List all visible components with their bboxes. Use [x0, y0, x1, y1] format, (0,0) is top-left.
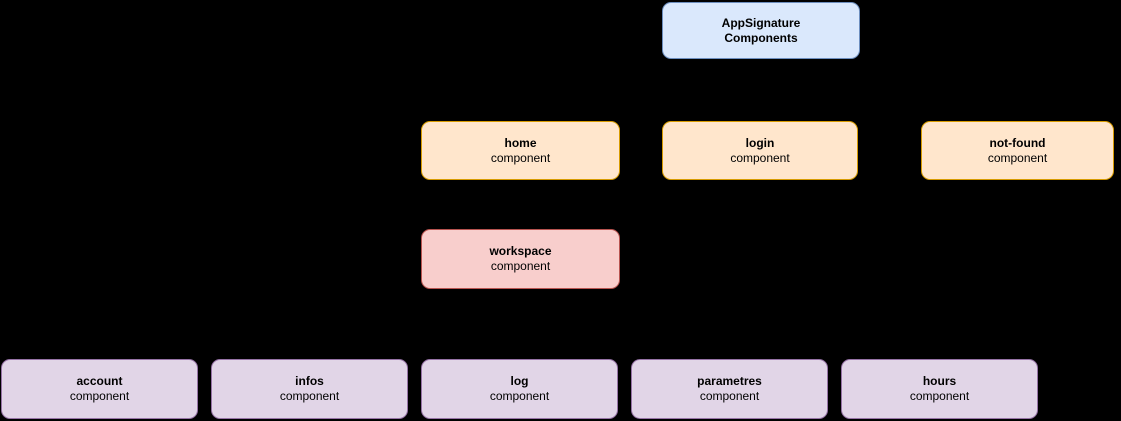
node-title: not-found — [989, 135, 1046, 150]
node-subtitle: component — [730, 150, 790, 165]
node-title: workspace — [489, 244, 552, 258]
node-subtitle: component — [69, 389, 130, 403]
node-account-component: account component — [1, 359, 198, 419]
node-subtitle: component — [987, 150, 1048, 165]
node-subtitle: component — [909, 389, 970, 403]
node-subtitle: Components — [724, 30, 798, 45]
node-workspace-component: workspace component — [421, 229, 620, 289]
node-title: infos — [295, 374, 324, 388]
node-subtitle: component — [699, 389, 760, 403]
node-title: login — [745, 135, 775, 150]
node-title: home — [504, 135, 537, 150]
node-log-component: log component — [421, 359, 618, 419]
node-subtitle: component — [490, 150, 551, 165]
node-subtitle: component — [489, 389, 550, 403]
node-title: account — [76, 374, 123, 388]
node-title: log — [510, 374, 529, 388]
node-parametres-component: parametres component — [631, 359, 828, 419]
node-home-component: home component — [421, 121, 620, 180]
node-not-found-component: not-found component — [921, 121, 1114, 180]
node-login-component: login component — [662, 121, 858, 180]
node-subtitle: component — [490, 259, 551, 273]
node-infos-component: infos component — [211, 359, 408, 419]
node-title: hours — [922, 374, 957, 388]
node-title: AppSignature — [721, 15, 801, 30]
node-hours-component: hours component — [841, 359, 1038, 419]
node-subtitle: component — [279, 389, 340, 403]
node-title: parametres — [697, 374, 762, 388]
node-appsignature-components: AppSignature Components — [662, 2, 860, 59]
